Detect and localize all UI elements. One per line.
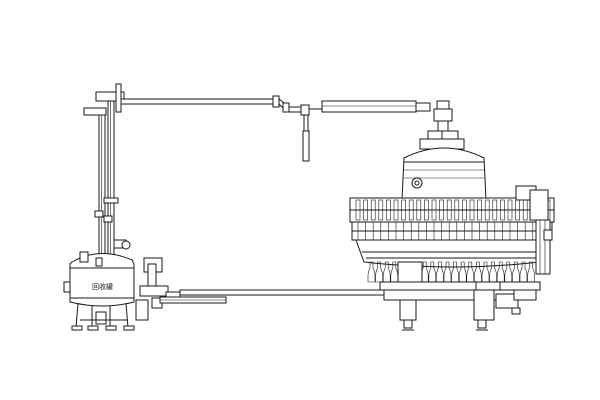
filling-valve — [393, 199, 399, 221]
top-pipe — [83, 83, 431, 162]
filling-valve — [477, 199, 482, 221]
tank-label: 回收罐 — [92, 282, 113, 291]
filler-carousel — [349, 197, 555, 268]
bottle — [527, 261, 535, 283]
bottle — [382, 261, 391, 283]
filler-top-fittings — [419, 100, 465, 150]
bottle — [519, 261, 528, 283]
filling-valve — [424, 199, 429, 221]
filling-valve — [462, 199, 467, 221]
filling-valve — [355, 199, 361, 221]
filling-valve — [386, 199, 391, 221]
machine-base — [379, 261, 541, 331]
infeed-starwheel — [515, 185, 553, 275]
lower-pipes — [159, 289, 399, 304]
filling-valve — [363, 199, 368, 221]
filling-valve — [370, 199, 376, 221]
filling-valve — [500, 199, 505, 221]
filling-valve — [446, 199, 452, 221]
filling-valve — [431, 199, 437, 221]
filling-valve — [484, 199, 490, 221]
filling-valve — [507, 199, 513, 221]
filling-valve — [408, 199, 414, 221]
filling-valve — [492, 199, 498, 221]
pump-valve-group — [135, 257, 181, 321]
filling-valve — [439, 199, 444, 221]
filler-bowl — [401, 147, 487, 201]
filling-valve — [416, 199, 422, 221]
filling-valve — [401, 199, 406, 221]
bottle — [375, 261, 383, 283]
filling-valve — [454, 199, 460, 221]
recovery-tank: 回收罐 — [63, 239, 135, 331]
bottle — [367, 261, 376, 283]
filling-valve — [378, 199, 384, 221]
filling-valve — [469, 199, 475, 221]
